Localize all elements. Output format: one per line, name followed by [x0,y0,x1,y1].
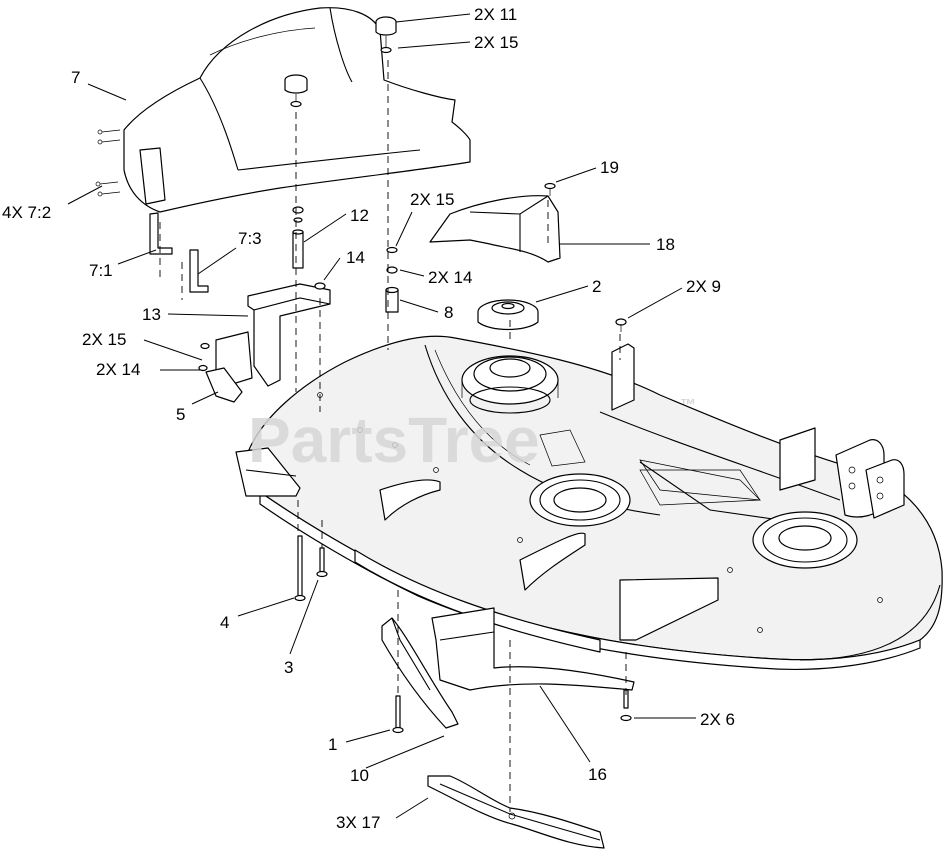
discharge-chute [95,7,471,293]
bolt-6 [620,689,632,722]
callout-10: 10 [350,766,369,785]
leader-lines [67,13,696,819]
callout-2x-15-top: 2X 15 [474,33,518,52]
baffle-16 [431,607,635,691]
spacer-8 [385,246,399,313]
callout-1: 1 [328,735,337,754]
callout-labels: 7 4X 7:2 7:1 7:3 2X 11 2X 15 19 12 2X 15… [2,5,735,832]
callout-3x-17: 3X 17 [336,813,380,832]
assembly-centerlines [159,60,627,812]
idler-pulley-2 [477,299,539,331]
callout-12: 12 [350,206,369,225]
bolt-9 [615,318,627,332]
bracket-13 [198,283,331,403]
watermark-trademark: ™ [680,397,696,414]
callout-4x-7-2: 4X 7:2 [2,203,51,222]
knob-11 [284,16,397,108]
callout-16: 16 [588,765,607,784]
callout-2x-6: 2X 6 [700,710,735,729]
spacer-12 [292,206,326,290]
callout-2: 2 [592,277,601,296]
callout-2x-15-left: 2X 15 [82,330,126,349]
baffle-10 [381,617,459,729]
callout-19: 19 [600,158,619,177]
callout-3: 3 [284,658,293,677]
blade-17 [427,775,605,849]
watermark: PartsTree [248,404,540,476]
bolt-4-3 [294,535,328,602]
callout-2x-15-mid: 2X 15 [410,190,454,209]
mower-deck [235,335,943,670]
bolt-1 [392,695,404,734]
callout-18: 18 [656,235,675,254]
pulley-cover-18 [429,182,561,263]
callout-2x-14-mid: 2X 14 [428,268,472,287]
callout-2x-14-left: 2X 14 [96,360,140,379]
callout-7: 7 [71,68,80,87]
callout-14: 14 [346,248,365,267]
callout-7-3: 7:3 [238,229,262,248]
callout-13: 13 [142,305,161,324]
callout-8: 8 [444,303,453,322]
callout-2x-9: 2X 9 [686,277,721,296]
callout-2x-11: 2X 11 [474,5,517,24]
callout-7-1: 7:1 [89,261,113,280]
callout-4: 4 [220,613,229,632]
callout-5: 5 [176,405,185,424]
